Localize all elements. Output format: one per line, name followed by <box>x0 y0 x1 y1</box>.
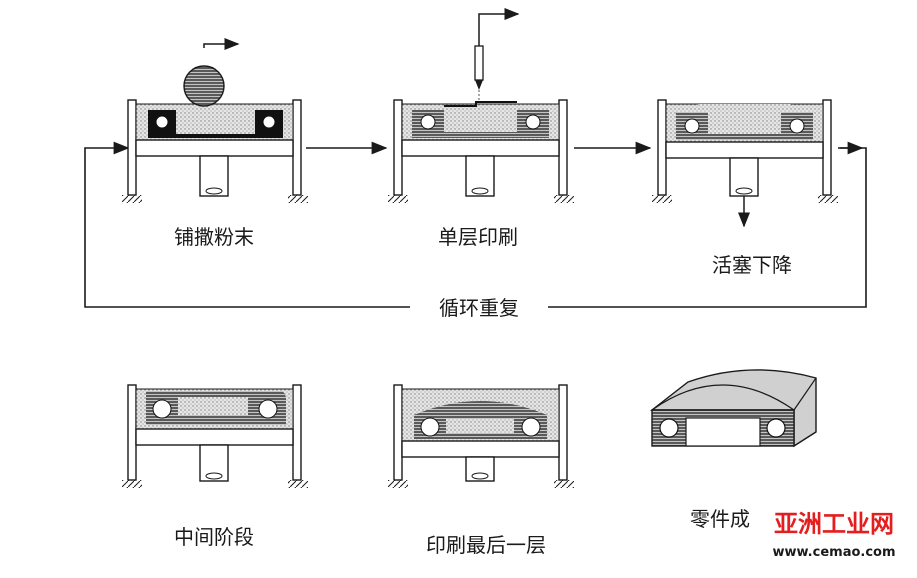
label-finished-part: 零件成 <box>690 507 750 531</box>
roller <box>183 38 240 107</box>
unit-print-last-layer <box>388 384 574 488</box>
label-spread-powder: 铺撒粉末 <box>174 225 254 249</box>
watermark-url: www.cemao.com <box>772 545 895 560</box>
watermark-title: 亚洲工业网 <box>774 510 894 538</box>
label-piston-lower: 活塞下降 <box>712 253 792 277</box>
label-cycle-repeat: 循环重复 <box>439 296 519 320</box>
watermark-logo: 亚洲工业网 www.cemao.com <box>756 506 912 564</box>
label-intermediate-stage: 中间阶段 <box>174 525 254 549</box>
label-single-layer-print: 单层印刷 <box>438 225 518 249</box>
finished-part <box>649 369 817 448</box>
unit-spread-powder <box>122 99 308 203</box>
unit-piston-lower <box>652 99 838 203</box>
label-print-last-layer: 印刷最后一层 <box>426 533 546 557</box>
unit-single-layer-print <box>388 99 574 203</box>
cycle-loop <box>84 141 867 308</box>
print-head <box>474 8 520 100</box>
unit-intermediate-stage <box>122 384 308 488</box>
